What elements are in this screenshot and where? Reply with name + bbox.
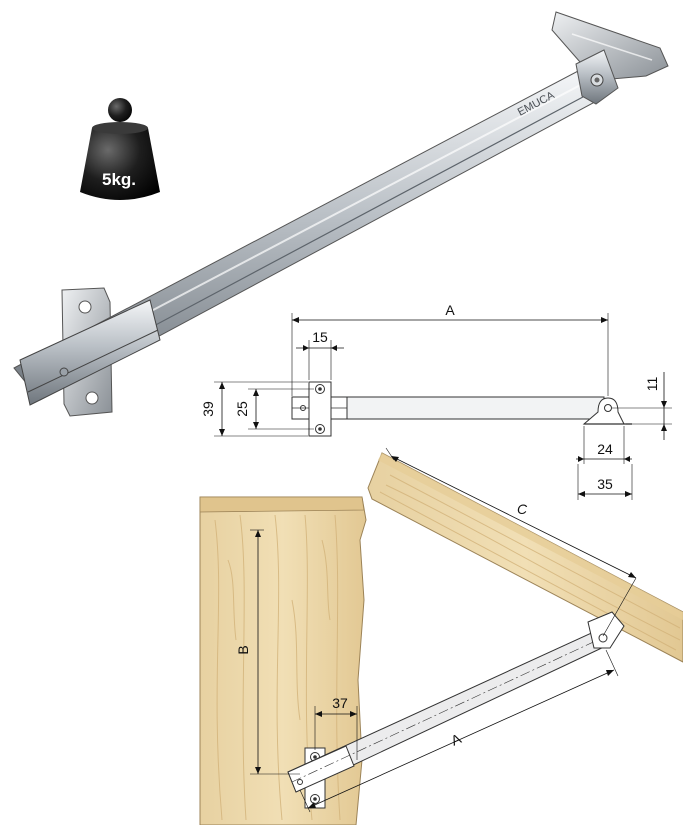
dim-b: B [235, 645, 251, 654]
dim-25: 25 [234, 401, 250, 417]
weight-icon: 5kg. [80, 98, 160, 200]
cabinet-panel [199, 496, 367, 825]
top-view-drawing: A 15 39 25 11 24 35 [200, 302, 672, 500]
installed-stay-arm [287, 611, 625, 793]
lid-pivot-bracket [551, 11, 669, 105]
dim-39: 39 [200, 401, 216, 417]
stay-arm: EMUCA [13, 69, 607, 406]
lid-stay-photo: EMUCA [13, 11, 669, 417]
dim-a-top: A [445, 302, 455, 318]
dim-37: 37 [332, 695, 348, 711]
weight-label: 5kg. [102, 170, 136, 189]
dim-24: 24 [597, 441, 613, 457]
dim-15: 15 [312, 329, 328, 345]
installation-view: C B 37 A [199, 447, 683, 825]
dim-35: 35 [597, 476, 613, 492]
lid-panel [367, 452, 683, 663]
dim-11: 11 [644, 377, 660, 392]
dim-a-install: A [448, 730, 464, 749]
dim-c: C [517, 501, 528, 517]
